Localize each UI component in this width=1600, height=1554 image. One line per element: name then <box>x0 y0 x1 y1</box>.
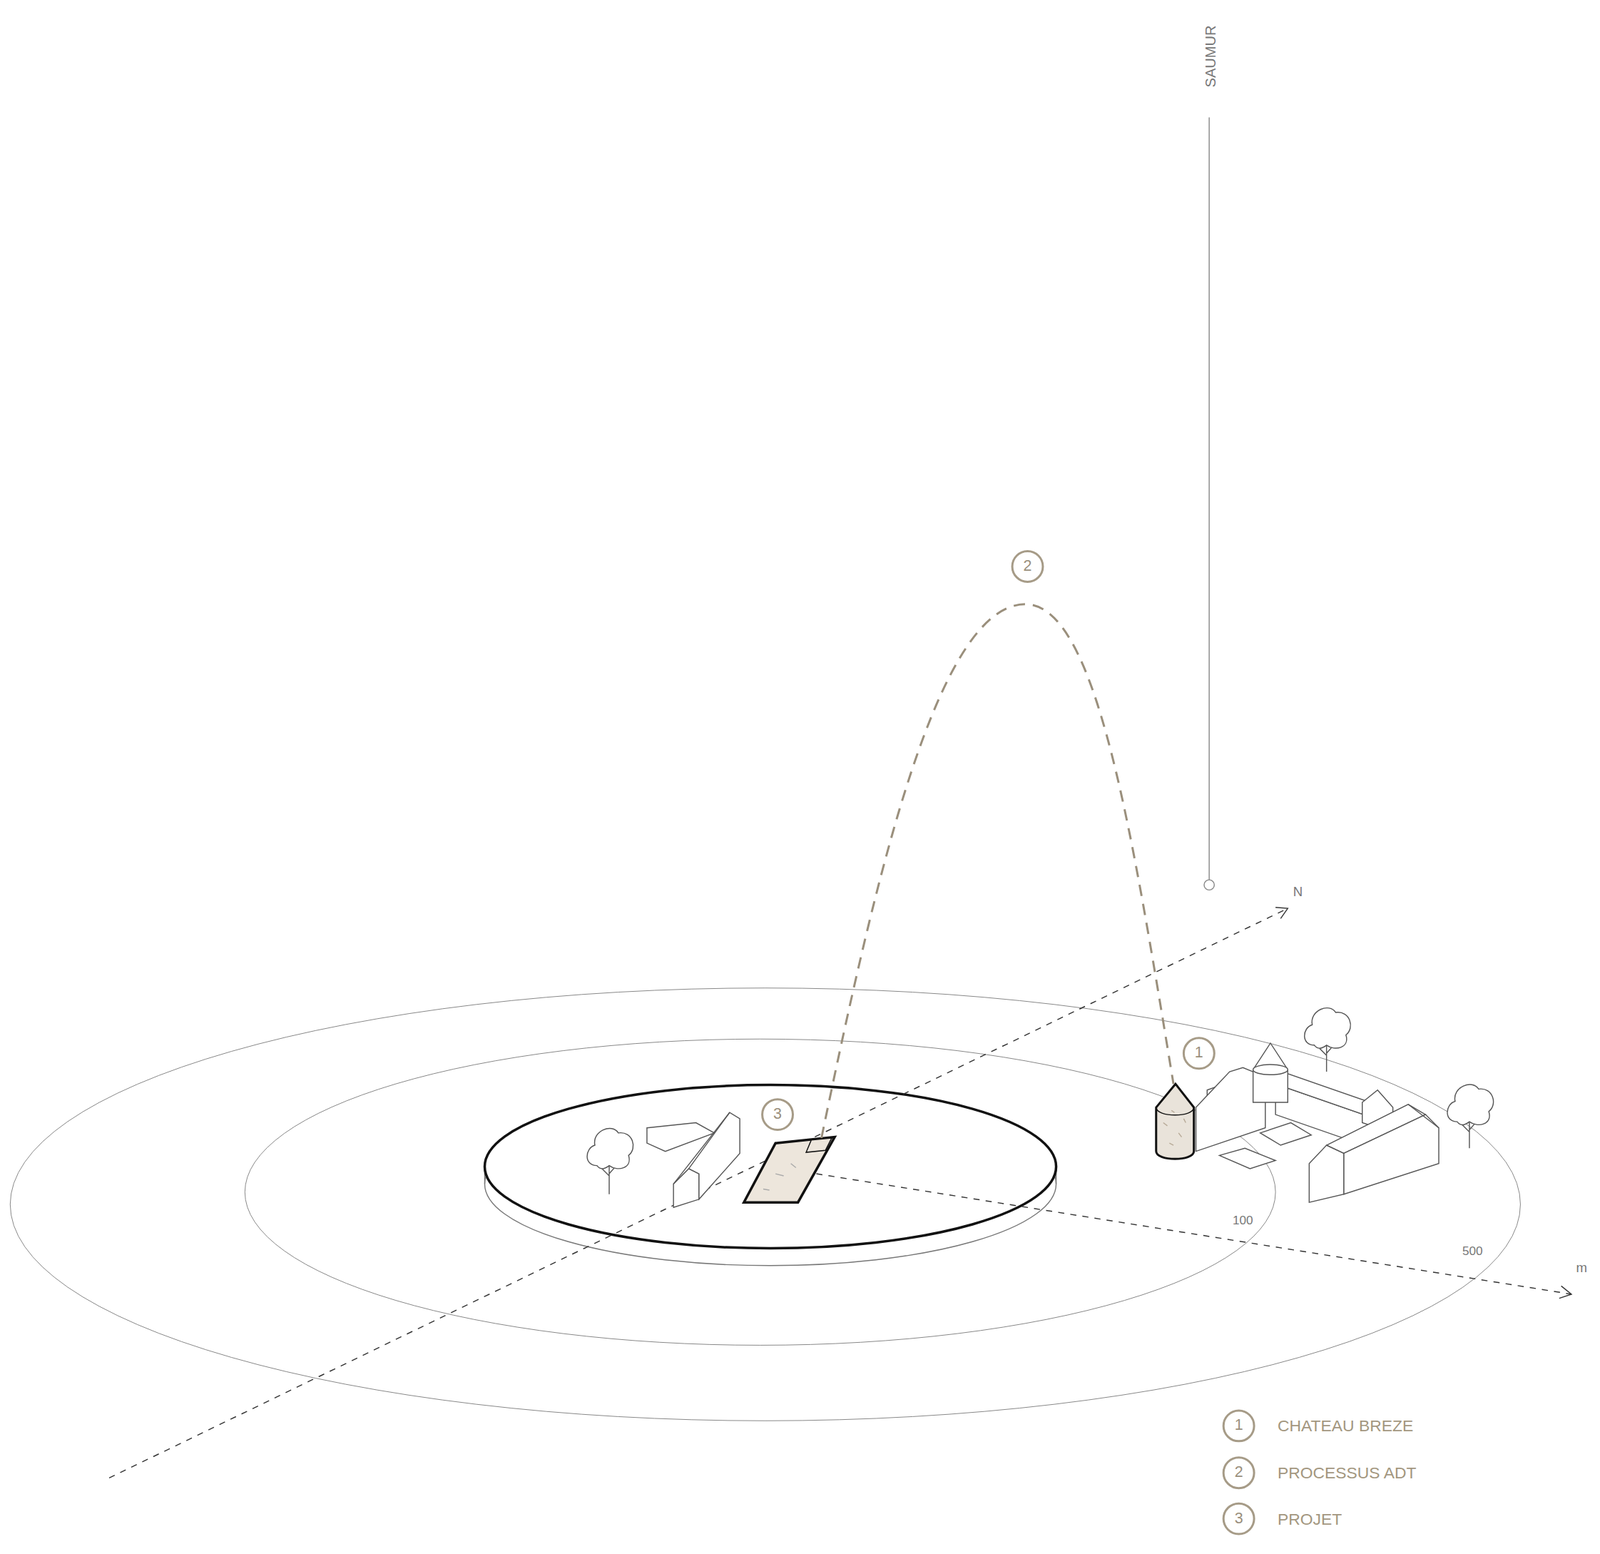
distance-label: 100 <box>1232 1214 1254 1227</box>
callout-number: 2 <box>1234 1464 1244 1480</box>
direction-line <box>1208 117 1210 881</box>
chateau <box>1196 1042 1439 1202</box>
callout-number: 3 <box>773 1106 782 1122</box>
callout-number: 1 <box>1234 1418 1244 1434</box>
callout-number: 2 <box>1023 558 1033 574</box>
building <box>646 1112 740 1207</box>
axis-arrowheads <box>1275 907 1572 1299</box>
tree <box>587 1007 1494 1195</box>
legend-text: PROJET <box>1277 1510 1342 1527</box>
process-arc <box>821 604 1175 1138</box>
direction-label: SAUMUR <box>1203 24 1218 88</box>
unit-label: m <box>1576 1260 1588 1275</box>
axis <box>109 908 1572 1478</box>
site-disc <box>484 1084 1056 1266</box>
callout-circle <box>762 550 1255 1534</box>
ring-100 <box>244 1038 1276 1345</box>
axis-label: N <box>1293 885 1303 899</box>
callout-number: 3 <box>1234 1510 1244 1526</box>
chateau-tower <box>1156 1083 1195 1159</box>
direction-dot <box>1204 879 1215 890</box>
ring-500 <box>9 987 1521 1421</box>
callout-number: 1 <box>1194 1045 1204 1061</box>
legend-text: CHATEAU BREZE <box>1277 1417 1414 1434</box>
legend-text: PROCESSUS ADT <box>1277 1464 1416 1481</box>
project <box>744 1137 835 1203</box>
distance-label: 500 <box>1462 1244 1484 1257</box>
